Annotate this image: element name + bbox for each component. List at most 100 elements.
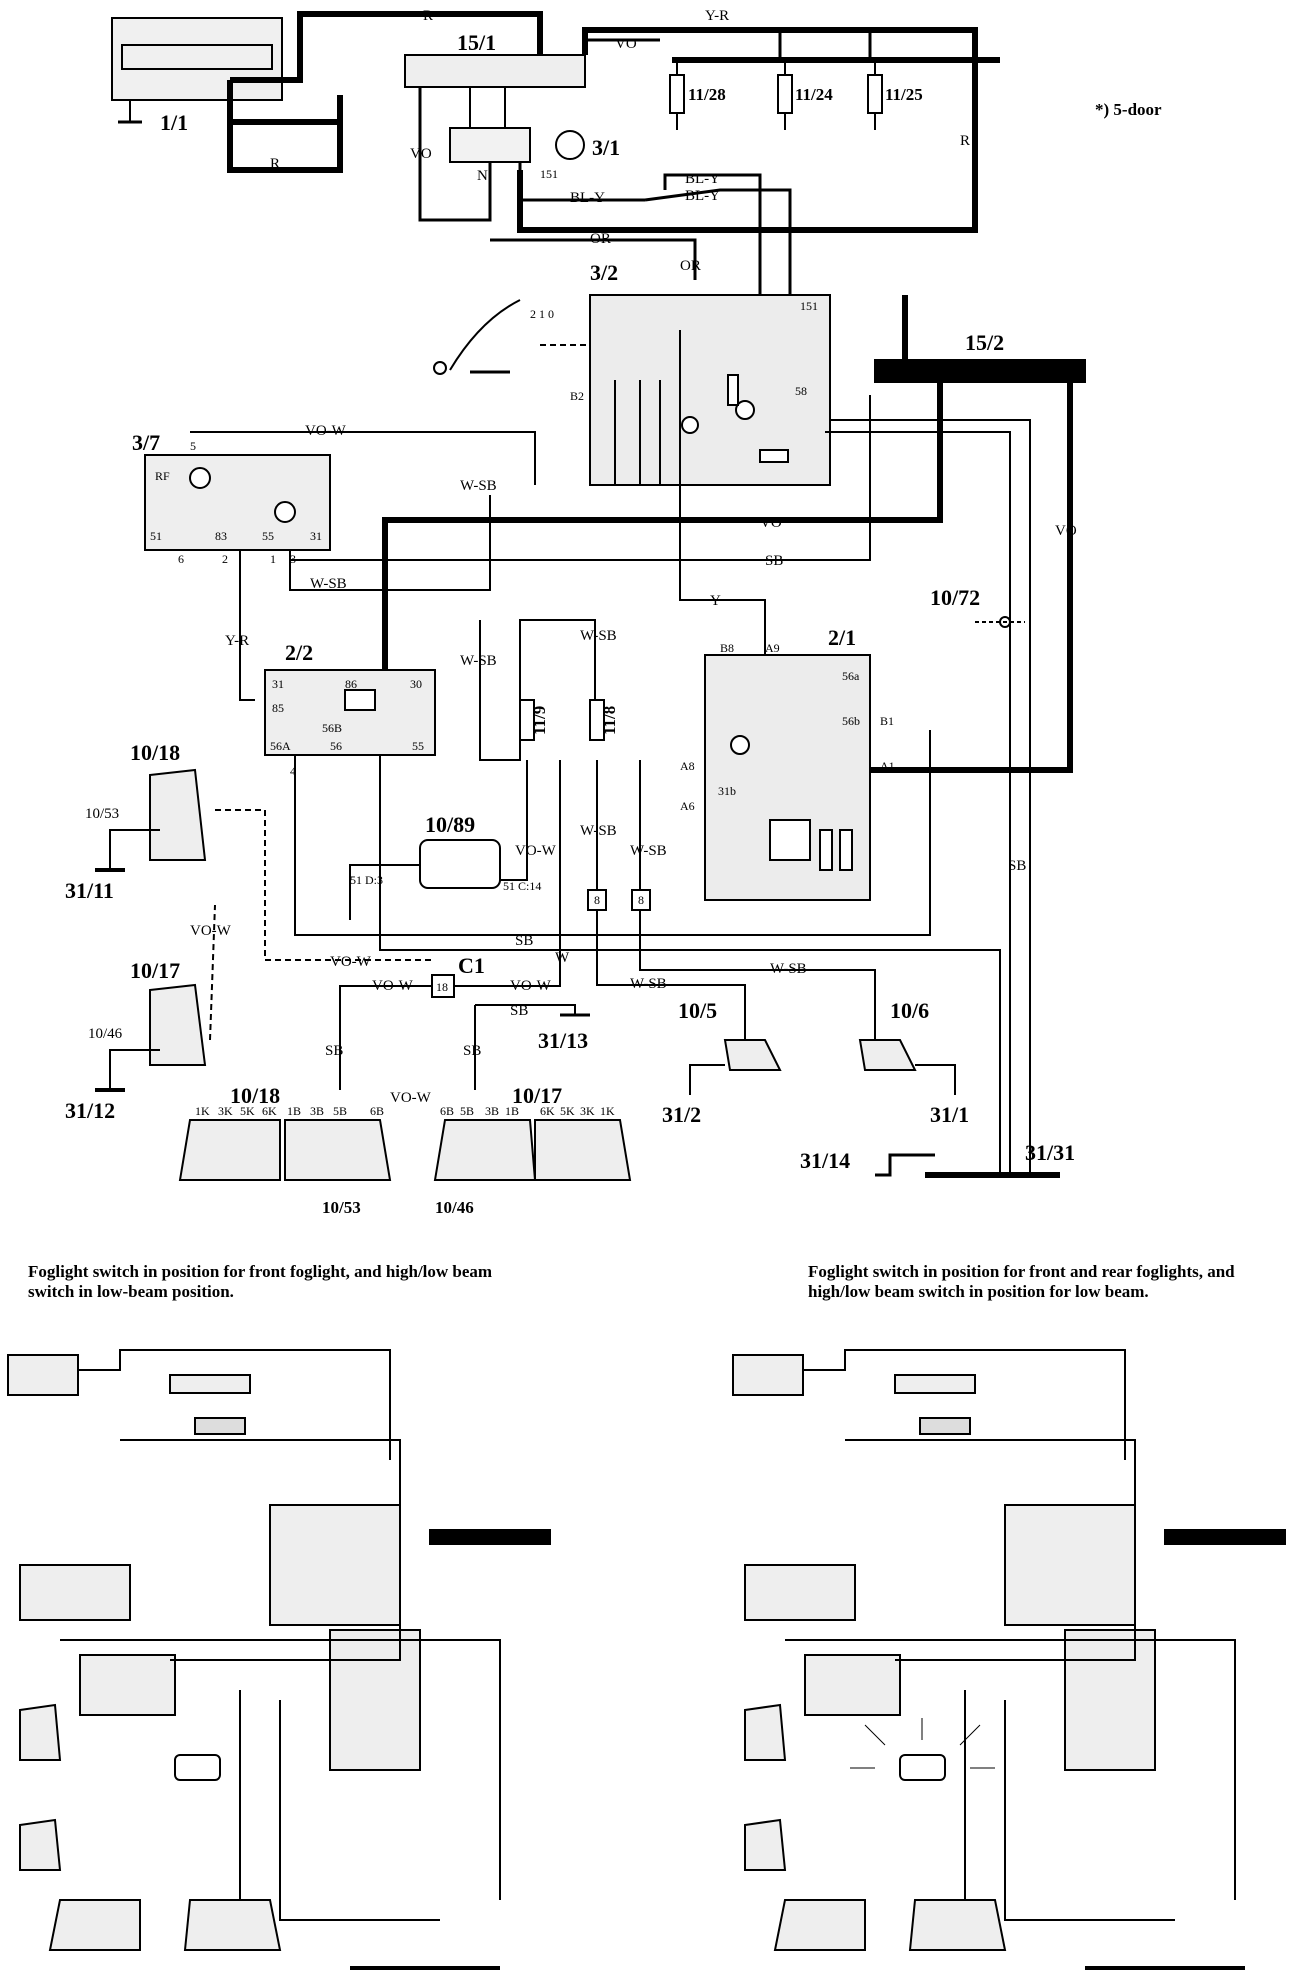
pin-b1: B1: [880, 714, 894, 728]
wire-label-vo-left: VO: [410, 146, 432, 162]
fuse-11-25: [867, 74, 883, 114]
pin-31b: 31b: [718, 784, 736, 798]
wire-label-bl-y-2: BL-Y: [685, 188, 720, 204]
wire-label-vo-mid: VO: [760, 515, 782, 531]
lamp-10-5: [723, 1039, 782, 1071]
fuse-11-24: [777, 74, 793, 114]
wire-label-vo-w-4: VO-W: [330, 954, 372, 970]
wire-label-w-sb-3: W-SB: [580, 628, 617, 644]
wire-label-sb-4: SB: [325, 1043, 343, 1059]
lamp-group-10-18: [178, 1119, 281, 1181]
wire-label-vo-top: VO: [615, 36, 637, 52]
label-10-72: 10/72: [930, 585, 980, 610]
wire-label-r-left: R: [270, 156, 280, 172]
label-31-31: 31/31: [1025, 1140, 1075, 1165]
wire-label-vo-w-6: VO-W: [510, 978, 552, 994]
pin-3k-a: 3K: [218, 1104, 233, 1118]
wire-label-y-r-2: Y-R: [225, 633, 249, 649]
wire-label-vo-w-7: VO-W: [390, 1090, 432, 1106]
label-3-2: 3/2: [590, 260, 618, 285]
pin-1b-a: 1B: [287, 1104, 301, 1118]
label-fuse-11-28: 11/28: [688, 85, 726, 104]
fuse-11-9: [519, 699, 535, 741]
label-31-11: 31/11: [65, 878, 114, 903]
pin-86: 86: [345, 677, 357, 691]
pin-b2: B2: [570, 389, 584, 403]
label-10-46-small: 10/46: [88, 1026, 123, 1042]
wire-label-w: W: [555, 950, 570, 966]
label-31-12: 31/12: [65, 1098, 115, 1123]
pin-56b: 56B: [322, 721, 342, 735]
wire-label-w-sb-5: W-SB: [580, 823, 617, 839]
pin-5: 5: [190, 439, 196, 453]
label-10-46: 10/46: [435, 1198, 474, 1217]
pin-1k-b: 1K: [600, 1104, 615, 1118]
mini-diagram-front-rear-foglight: [732, 1349, 1286, 1970]
pin-56b-2-1: 56b: [842, 714, 860, 728]
light-switch-3-2: [589, 294, 831, 486]
wire-label-w-sb-4: W-SB: [460, 653, 497, 669]
wire-label-or-2: OR: [680, 258, 701, 274]
pin-83: 83: [215, 529, 227, 543]
pin-51-c14: 51 C:14: [503, 879, 541, 893]
pin-8-b: 8: [638, 893, 644, 907]
label-fuse-11-24: 11/24: [795, 85, 833, 104]
wire-label-sb-right: SB: [1008, 858, 1026, 874]
pin-151-3-1: 151: [540, 167, 558, 181]
pin-6k-a: 6K: [262, 1104, 277, 1118]
note-5-door: *) 5-door: [1095, 100, 1162, 119]
pin-6k-b: 6K: [540, 1104, 555, 1118]
label-31-2: 31/2: [662, 1102, 701, 1127]
label-10-5: 10/5: [678, 998, 717, 1023]
wire-label-sb-2: SB: [515, 933, 533, 949]
ignition-switch-3-1: [449, 127, 531, 163]
label-3-7: 3/7: [132, 430, 160, 455]
label-10-6: 10/6: [890, 998, 929, 1023]
pin-58: 58: [795, 384, 807, 398]
pin-30: 30: [410, 677, 422, 691]
pin-1b-b: 1B: [505, 1104, 519, 1118]
pin-4: 4: [290, 764, 296, 778]
label-c1: C1: [458, 953, 485, 978]
label-10-17-bottom: 10/17: [512, 1083, 562, 1108]
wire-label-vo-w-1: VO-W: [305, 423, 347, 439]
pin-3b-b: 3B: [485, 1104, 499, 1118]
lamp-10-6: [858, 1039, 917, 1071]
label-15-1: 15/1: [457, 30, 496, 55]
wire-label-sb-3: SB: [510, 1003, 528, 1019]
pin-3b-a: 3B: [310, 1104, 324, 1118]
lamp-group-10-17: [433, 1119, 537, 1181]
pin-5b-a: 5B: [333, 1104, 347, 1118]
relay-3-7: [144, 454, 331, 551]
pin-2-1-0: 2 1 0: [530, 307, 554, 321]
label-fuse-11-9: 11/9: [530, 706, 549, 735]
pin-5k-b: 5K: [560, 1104, 575, 1118]
pin-a9: A9: [765, 641, 780, 655]
label-1-1: 1/1: [160, 110, 188, 135]
wire-label-bl-y-3: BL-Y: [570, 190, 605, 206]
caption-left: Foglight switch in position for front fo…: [28, 1262, 493, 1301]
label-fuse-11-8: 11/8: [600, 706, 619, 735]
pin-56a: 56A: [270, 739, 291, 753]
pin-55-3-7: 55: [262, 529, 274, 543]
pin-rf: RF: [155, 469, 170, 483]
lamp-10-89: [419, 839, 501, 889]
label-31-1: 31/1: [930, 1102, 969, 1127]
pin-1: 1: [270, 552, 276, 566]
wire-label-vo-w-3: VO-W: [190, 923, 232, 939]
wire-label-w-sb-7: W-SB: [630, 976, 667, 992]
label-10-17-top: 10/17: [130, 958, 180, 983]
wire-label-vo-right: VO: [1055, 523, 1077, 539]
pin-18: 18: [436, 980, 448, 994]
pin-85: 85: [272, 701, 284, 715]
caption-right: Foglight switch in position for front an…: [808, 1262, 1235, 1301]
wire-label-n: N: [477, 168, 488, 184]
wire-label-w-sb-2: W-SB: [310, 576, 347, 592]
main-wiring-diagram: 1/1 15/1 3/1 3/2 15/2 3/7 2/2 2/1 10/72 …: [65, 8, 1086, 1217]
pin-a1: A1: [880, 759, 895, 773]
pin-1k-a: 1K: [195, 1104, 210, 1118]
component-15-1: [404, 54, 586, 88]
pin-6: 6: [178, 552, 184, 566]
battery-1-1: [111, 17, 283, 101]
fuse-11-8: [589, 699, 605, 741]
